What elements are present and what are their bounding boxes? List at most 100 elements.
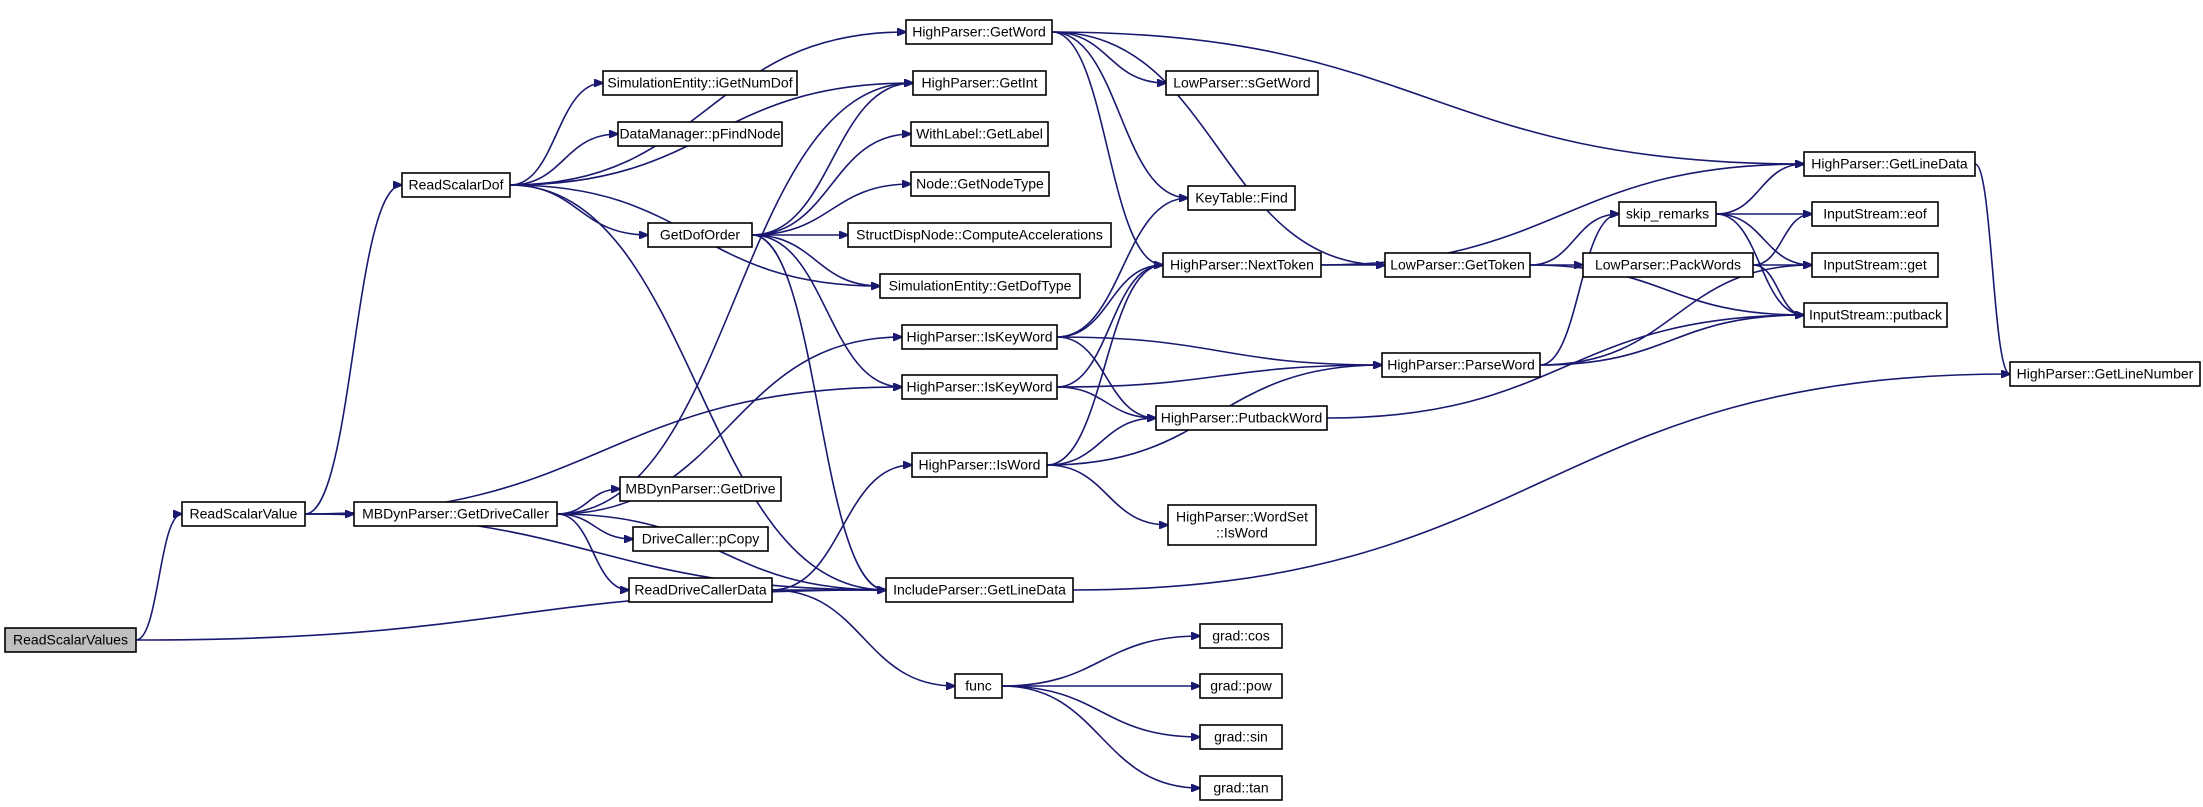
node-box-lp-sgetword bbox=[1165, 70, 1319, 96]
node-hp-nexttoken[interactable]: HighParser::NextToken bbox=[1162, 252, 1322, 278]
edge-func-to-grad-cos bbox=[1001, 636, 1200, 687]
edge-read-scalar-value-to-hp-iskeyword-2 bbox=[304, 387, 902, 515]
node-read-scalar-dof[interactable]: ReadScalarDof bbox=[401, 172, 511, 198]
edge-hp-parseword-to-is-putback bbox=[1539, 315, 1804, 366]
edge-skip-remarks-to-is-get bbox=[1715, 213, 1812, 265]
node-box-hp-getint bbox=[912, 70, 1047, 96]
edge-hp-getword-to-lp-gettoken bbox=[1051, 31, 1385, 265]
edge-lp-packwords-to-is-putback bbox=[1752, 264, 1804, 315]
node-mbdyn-getdrive[interactable]: MBDynParser::GetDrive bbox=[619, 476, 782, 502]
node-lp-sgetword[interactable]: LowParser::sGetWord bbox=[1165, 70, 1319, 96]
node-label-hp-parseword: HighParser::ParseWord bbox=[1387, 357, 1535, 373]
node-label-is-eof: InputStream::eof bbox=[1823, 206, 1927, 222]
node-label-hp-getint: HighParser::GetInt bbox=[922, 75, 1038, 91]
edge-skip-remarks-to-hp-getlinedata bbox=[1715, 164, 1804, 215]
edge-lp-gettoken-to-is-putback bbox=[1529, 264, 1804, 315]
node-getdoforder[interactable]: GetDofOrder bbox=[647, 222, 753, 248]
node-grad-tan[interactable]: grad::tan bbox=[1199, 775, 1283, 801]
edge-mbdyn-getdrivecaller-to-hp-getint bbox=[556, 83, 913, 515]
node-hp-getint[interactable]: HighParser::GetInt bbox=[912, 70, 1047, 96]
node-label-withlabel-getlabel: WithLabel::GetLabel bbox=[916, 126, 1043, 142]
node-box-hp-getlinenumber bbox=[2009, 361, 2201, 387]
node-drivecaller-pcopy[interactable]: DriveCaller::pCopy bbox=[632, 526, 769, 552]
node-label-hp-getlinenumber: HighParser::GetLineNumber bbox=[2017, 366, 2194, 382]
node-box-func bbox=[954, 673, 1003, 699]
node-box-read-scalar-value bbox=[181, 501, 306, 527]
node-box-mbdyn-getdrive bbox=[619, 476, 782, 502]
node-readdrivecallerdata[interactable]: ReadDriveCallerData bbox=[628, 577, 773, 603]
edge-hp-getlinedata-to-hp-getlinenumber bbox=[1974, 163, 2010, 374]
node-hp-isword[interactable]: HighParser::IsWord bbox=[911, 452, 1048, 478]
node-box-is-eof bbox=[1811, 201, 1939, 227]
node-is-putback[interactable]: InputStream::putback bbox=[1803, 302, 1948, 328]
node-hp-wordset-isword[interactable]: HighParser::WordSet::IsWord bbox=[1167, 504, 1317, 546]
edge-func-to-grad-tan bbox=[1001, 685, 1200, 788]
node-label-read-scalar-values: ReadScalarValues bbox=[13, 632, 128, 648]
node-label-grad-tan: grad::tan bbox=[1213, 780, 1268, 796]
node-box-hp-getword bbox=[905, 19, 1053, 45]
edge-getdoforder-to-simentity-getdoftype bbox=[751, 234, 880, 286]
node-hp-getword[interactable]: HighParser::GetWord bbox=[905, 19, 1053, 45]
node-is-eof[interactable]: InputStream::eof bbox=[1811, 201, 1939, 227]
edge-readdrivecallerdata-to-func bbox=[771, 589, 955, 686]
node-label-grad-cos: grad::cos bbox=[1212, 628, 1270, 644]
node-lp-gettoken[interactable]: LowParser::GetToken bbox=[1384, 252, 1531, 278]
edge-read-scalar-dof-to-getdoforder bbox=[509, 184, 648, 235]
edge-includeparser-getlinedata-to-hp-getlinenumber bbox=[1072, 374, 2010, 591]
node-box-hp-nexttoken bbox=[1162, 252, 1322, 278]
node-lp-packwords[interactable]: LowParser::PackWords bbox=[1582, 252, 1754, 278]
node-grad-sin[interactable]: grad::sin bbox=[1199, 724, 1283, 750]
node-datamanager-pfindnode[interactable]: DataManager::pFindNode bbox=[617, 121, 783, 147]
node-label-lp-packwords: LowParser::PackWords bbox=[1595, 257, 1741, 273]
node-label-drivecaller-pcopy: DriveCaller::pCopy bbox=[642, 531, 759, 547]
edge-getdoforder-to-hp-getint bbox=[751, 83, 913, 236]
node-is-get[interactable]: InputStream::get bbox=[1811, 252, 1939, 278]
edge-hp-iskeyword-1-to-hp-nexttoken bbox=[1056, 265, 1163, 338]
node-box-grad-tan bbox=[1199, 775, 1283, 801]
node-node-getnodetype[interactable]: Node::GetNodeType bbox=[910, 171, 1050, 197]
node-hp-iskeyword-1[interactable]: HighParser::IsKeyWord bbox=[901, 324, 1058, 350]
node-box-hp-iskeyword-2 bbox=[901, 374, 1058, 400]
node-keytable-find[interactable]: KeyTable::Find bbox=[1187, 185, 1296, 211]
node-box-hp-isword bbox=[911, 452, 1048, 478]
node-label-node-getnodetype: Node::GetNodeType bbox=[916, 176, 1044, 192]
node-includeparser-getlinedata[interactable]: IncludeParser::GetLineData bbox=[885, 577, 1074, 603]
node-simentity-getdoftype[interactable]: SimulationEntity::GetDofType bbox=[879, 273, 1081, 299]
node-box-mbdyn-getdrivecaller bbox=[353, 501, 558, 527]
node-simentity-igetnumdof[interactable]: SimulationEntity::iGetNumDof bbox=[602, 70, 798, 96]
node-hp-putbackword[interactable]: HighParser::PutbackWord bbox=[1155, 405, 1328, 431]
node-mbdyn-getdrivecaller[interactable]: MBDynParser::GetDriveCaller bbox=[353, 501, 558, 527]
node-label-is-putback: InputStream::putback bbox=[1809, 307, 1943, 323]
node-label-simentity-igetnumdof: SimulationEntity::iGetNumDof bbox=[607, 75, 792, 91]
edge-hp-parseword-to-skip-remarks bbox=[1539, 214, 1619, 366]
node-box-node-getnodetype bbox=[910, 171, 1050, 197]
node-label-hp-wordset-isword-line-1: ::IsWord bbox=[1216, 525, 1268, 541]
node-box-hp-wordset-isword bbox=[1167, 504, 1317, 546]
nodes-layer: ReadScalarValues ReadScalarValue ReadScala… bbox=[4, 19, 2201, 801]
node-read-scalar-value[interactable]: ReadScalarValue bbox=[181, 501, 306, 527]
edge-hp-iskeyword-2-to-hp-putbackword bbox=[1056, 386, 1156, 418]
node-hp-getlinedata[interactable]: HighParser::GetLineData bbox=[1803, 151, 1976, 177]
node-label-hp-getlinedata: HighParser::GetLineData bbox=[1811, 156, 1968, 172]
node-box-includeparser-getlinedata bbox=[885, 577, 1074, 603]
node-box-readdrivecallerdata bbox=[628, 577, 773, 603]
node-label-mbdyn-getdrive: MBDynParser::GetDrive bbox=[625, 481, 775, 497]
edge-lp-packwords-to-is-eof bbox=[1752, 214, 1812, 266]
node-box-read-scalar-values bbox=[4, 627, 137, 653]
node-hp-parseword[interactable]: HighParser::ParseWord bbox=[1381, 352, 1541, 378]
node-box-read-scalar-dof bbox=[401, 172, 511, 198]
node-skip-remarks[interactable]: skip_remarks bbox=[1618, 201, 1717, 227]
node-hp-getlinenumber[interactable]: HighParser::GetLineNumber bbox=[2009, 361, 2201, 387]
node-grad-pow[interactable]: grad::pow bbox=[1199, 673, 1283, 699]
node-hp-iskeyword-2[interactable]: HighParser::IsKeyWord bbox=[901, 374, 1058, 400]
node-withlabel-getlabel[interactable]: WithLabel::GetLabel bbox=[910, 121, 1049, 147]
node-label-hp-isword: HighParser::IsWord bbox=[919, 457, 1041, 473]
edge-hp-getword-to-keytable-find bbox=[1051, 31, 1188, 198]
node-grad-cos[interactable]: grad::cos bbox=[1199, 623, 1283, 649]
edge-getdoforder-to-hp-iskeyword-2 bbox=[751, 234, 902, 387]
node-box-skip-remarks bbox=[1618, 201, 1717, 227]
node-read-scalar-values[interactable]: ReadScalarValues bbox=[4, 627, 137, 653]
node-box-hp-parseword bbox=[1381, 352, 1541, 378]
node-func[interactable]: func bbox=[954, 673, 1003, 699]
node-sdn-computeacc[interactable]: StructDispNode::ComputeAccelerations bbox=[847, 222, 1112, 248]
